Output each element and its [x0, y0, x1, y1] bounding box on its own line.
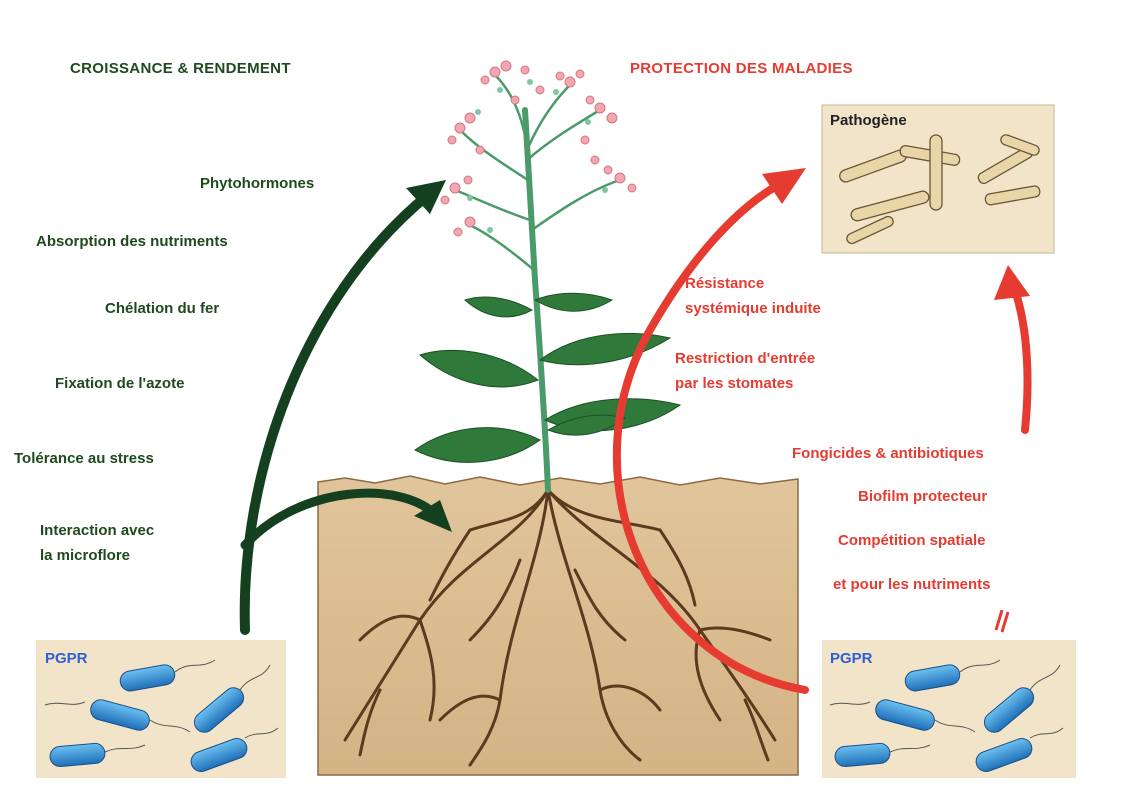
- pgpr-label-right: PGPR: [830, 650, 873, 667]
- growth-heading: CROISSANCE & RENDEMENT: [70, 60, 291, 77]
- growth-item-microflora-line1: Interaction avec: [40, 522, 154, 539]
- protection-item-fungicides: Fongicides & antibiotiques: [792, 445, 984, 462]
- growth-item-phytohormones: Phytohormones: [200, 175, 314, 192]
- soil-block: [318, 476, 798, 775]
- protection-heading: PROTECTION DES MALADIES: [630, 60, 853, 77]
- protection-item-stomata-line1: Restriction d'entrée: [675, 350, 815, 367]
- growth-item-nitrogen-fixation: Fixation de l'azote: [55, 375, 184, 392]
- protection-item-stomata-line2: par les stomates: [675, 375, 793, 392]
- growth-item-nutrient-absorption: Absorption des nutriments: [36, 233, 228, 250]
- protection-item-isr-line2: systémique induite: [685, 300, 821, 317]
- flower-branches: [455, 75, 620, 270]
- flower-clusters: [441, 61, 636, 236]
- protection-item-isr-line1: Résistance: [685, 275, 764, 292]
- protection-item-spatial-competition: Compétition spatiale: [838, 532, 986, 549]
- growth-item-microflora-line2: la microflore: [40, 547, 130, 564]
- pgpr-label-left: PGPR: [45, 650, 88, 667]
- pathogen-label: Pathogène: [830, 112, 907, 129]
- protection-item-nutrient-competition: et pour les nutriments: [833, 576, 991, 593]
- growth-item-stress-tolerance: Tolérance au stress: [14, 450, 154, 467]
- protection-item-biofilm: Biofilm protecteur: [858, 488, 987, 505]
- growth-item-iron-chelation: Chélation du fer: [105, 300, 219, 317]
